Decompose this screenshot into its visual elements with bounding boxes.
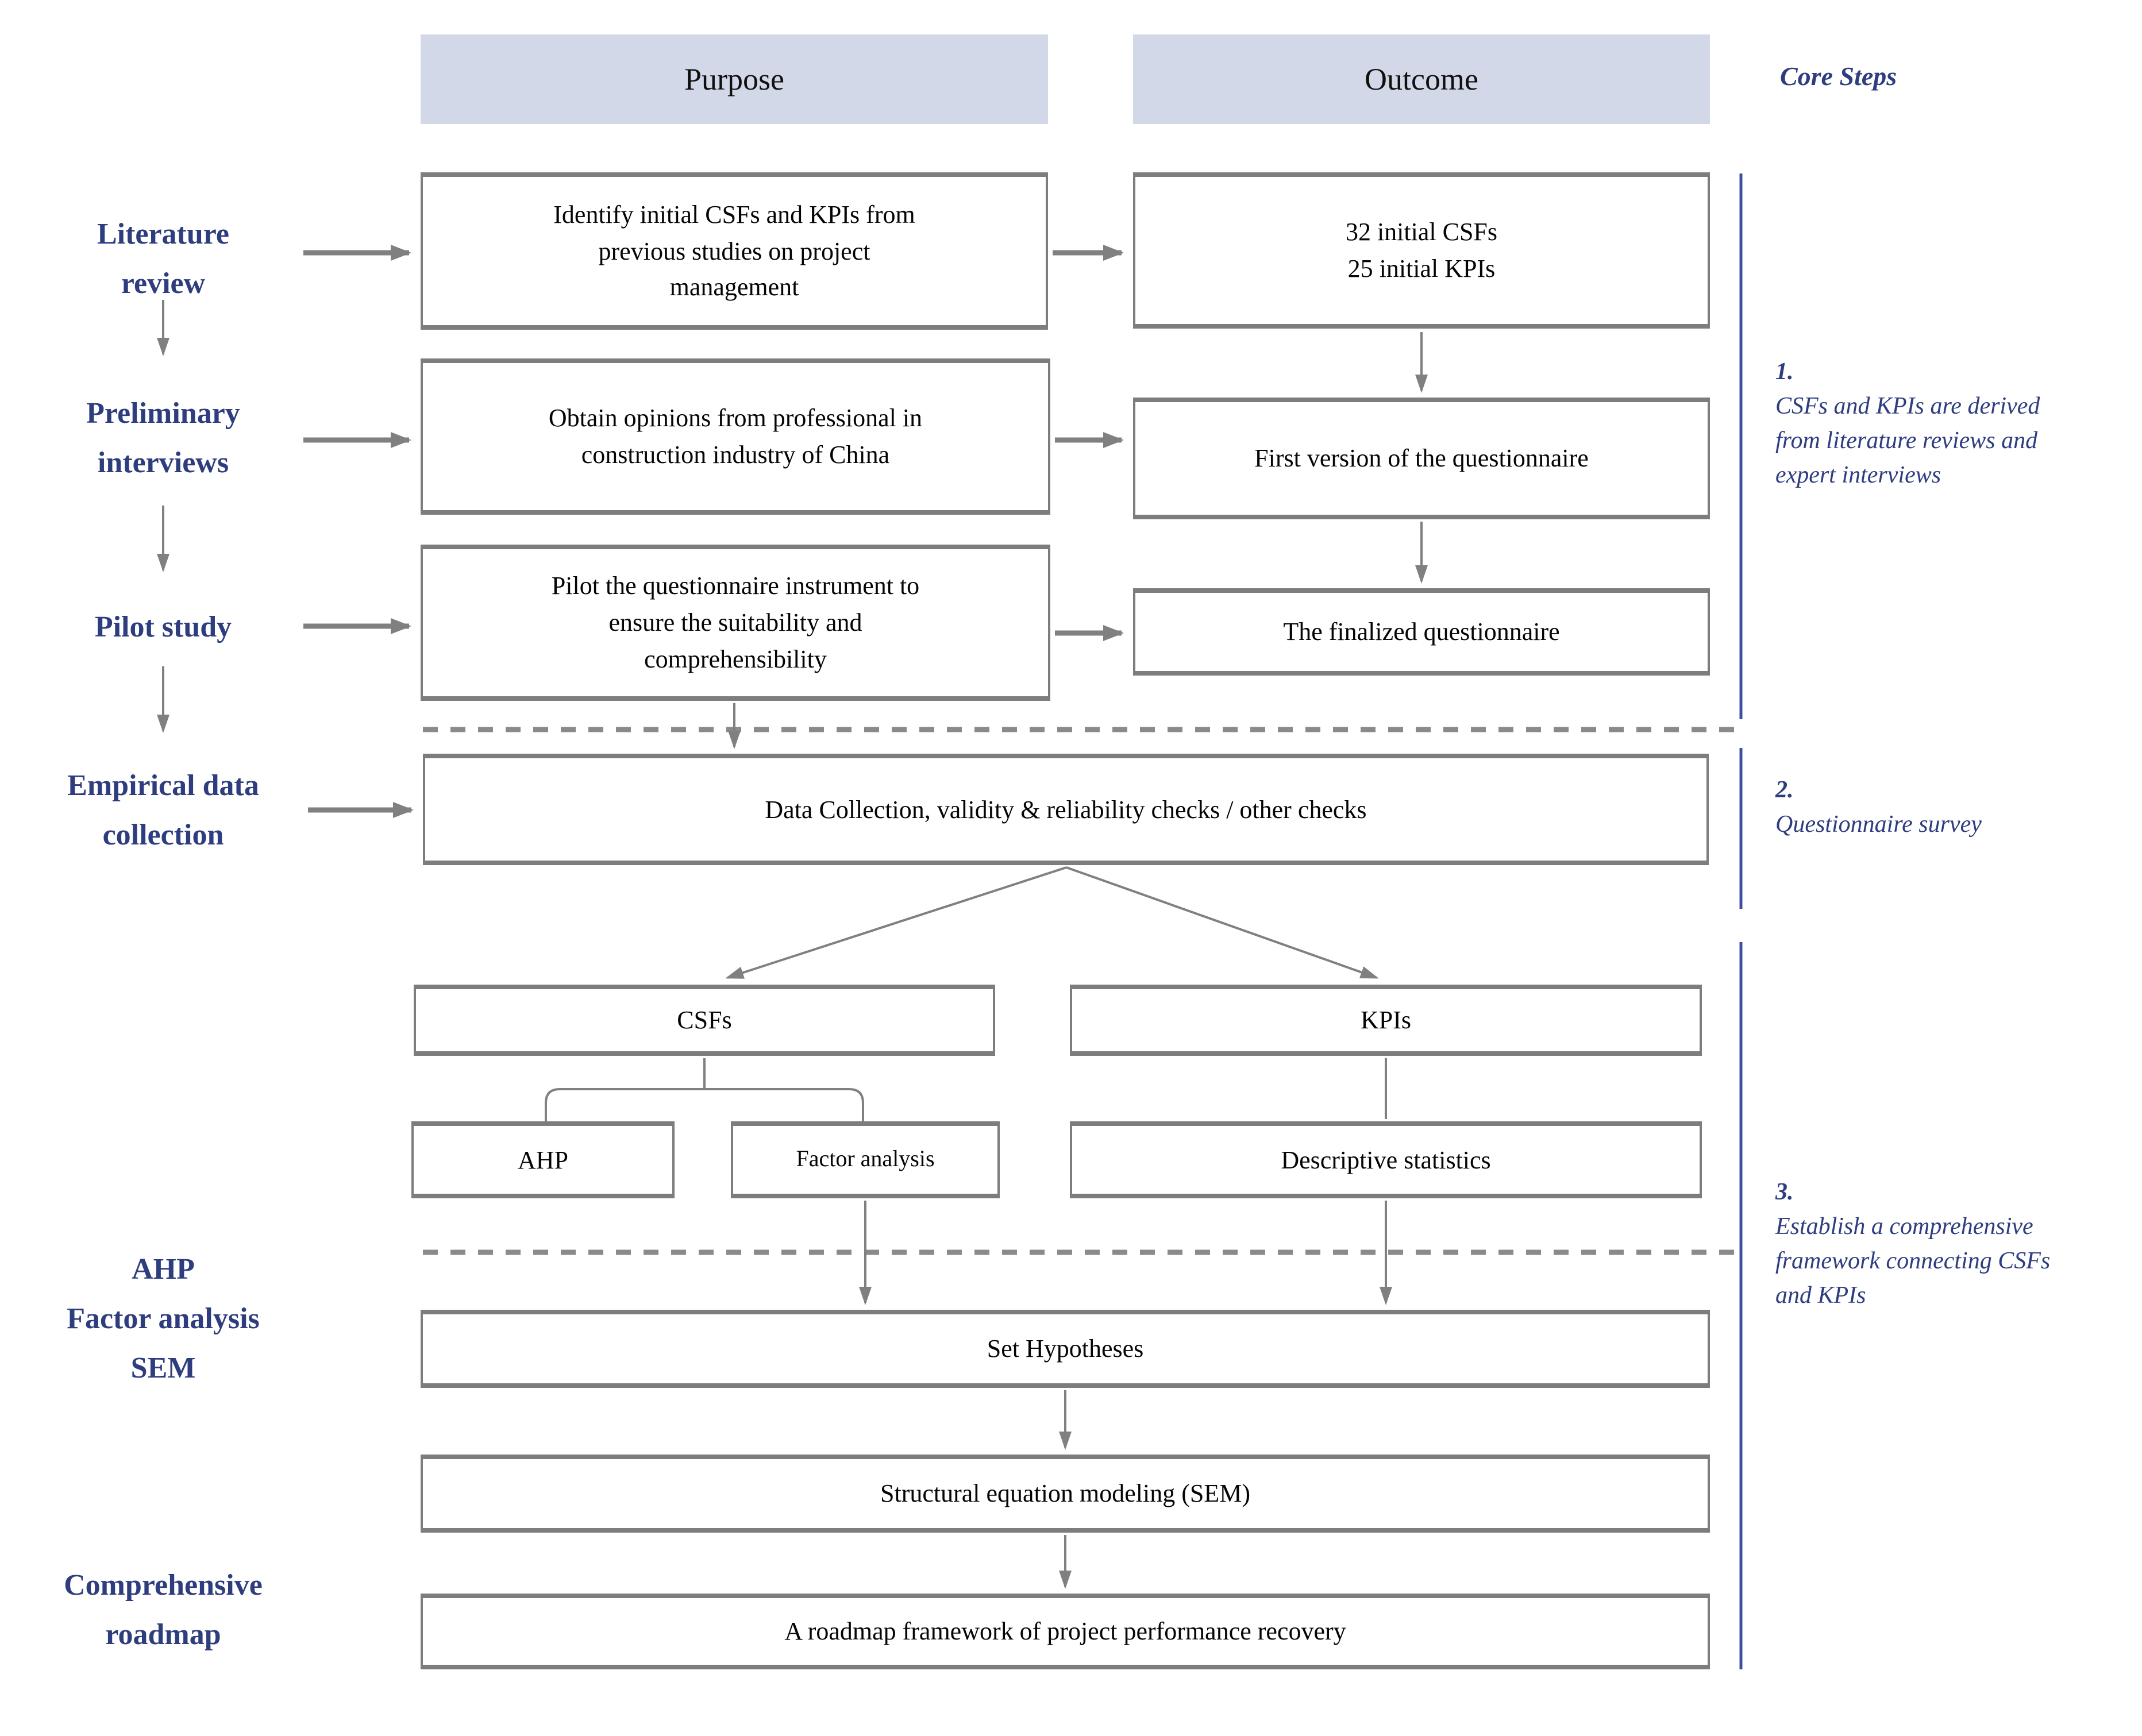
- step-label-analysis-methods: AHP Factor analysis SEM: [67, 1252, 260, 1384]
- box-first-version-questionnaire: First version of the questionnaire: [1133, 398, 1710, 519]
- annotation-3-text: Establish a comprehensive framework conn…: [1775, 1212, 2051, 1309]
- annotation-1-number: 1.: [1775, 357, 1794, 385]
- box-initial-csfs-kpis-count: 32 initial CSFs 25 initial KPIs: [1133, 172, 1710, 329]
- box-obtain-opinions: Obtain opinions from professional in con…: [421, 358, 1050, 515]
- step-label-pilot-study: Pilot study: [94, 610, 232, 643]
- arrow-datacollection-to-csfs: [725, 866, 1067, 979]
- box-data-collection-checks: Data Collection, validity & reliability …: [423, 754, 1709, 865]
- box-factor-analysis: Factor analysis: [731, 1121, 1000, 1198]
- box-set-hypotheses: Set Hypotheses: [421, 1310, 1710, 1388]
- annotation-2-text: Questionnaire survey: [1775, 810, 1982, 838]
- step-label-literature-review: Literature review: [97, 217, 230, 300]
- box-pilot-questionnaire: Pilot the questionnaire instrument to en…: [421, 545, 1050, 701]
- box-finalized-questionnaire: The finalized questionnaire: [1133, 588, 1710, 676]
- annotation-3-number: 3.: [1775, 1178, 1794, 1205]
- annotation-core-step-2: 2. Questionnaire survey: [1775, 772, 2083, 841]
- purpose-column-header: Purpose: [421, 34, 1048, 124]
- annotation-core-step-3: 3. Establish a comprehensive framework c…: [1775, 1174, 2083, 1312]
- box-ahp: AHP: [411, 1121, 675, 1198]
- outcome-column-header: Outcome: [1133, 34, 1710, 124]
- step-label-comprehensive-roadmap: Comprehensive roadmap: [64, 1568, 263, 1651]
- box-structural-equation-modeling: Structural equation modeling (SEM): [421, 1455, 1710, 1533]
- annotation-1-text: CSFs and KPIs are derived from literatur…: [1775, 392, 2040, 488]
- arrow-datacollection-to-kpis: [1066, 866, 1379, 979]
- core-steps-header: Core Steps: [1780, 62, 1897, 91]
- horizontal-arrows: [303, 245, 1124, 818]
- vertical-arrows: [157, 300, 1428, 1589]
- step-label-empirical-data-collection: Empirical data collection: [67, 769, 259, 851]
- annotation-2-number: 2.: [1775, 776, 1794, 803]
- purpose-header-label: Purpose: [684, 61, 784, 96]
- box-identify-csfs-kpis: Identify initial CSFs and KPIs from prev…: [421, 172, 1048, 330]
- box-roadmap-framework: A roadmap framework of project performan…: [421, 1594, 1710, 1669]
- annotation-core-step-1: 1. CSFs and KPIs are derived from litera…: [1775, 354, 2083, 492]
- step-label-preliminary-interviews: Preliminary interviews: [86, 396, 240, 479]
- bracket-csfs-split: [545, 1058, 864, 1121]
- outcome-header-label: Outcome: [1365, 61, 1478, 96]
- box-descriptive-statistics: Descriptive statistics: [1070, 1121, 1702, 1198]
- box-csfs: CSFs: [414, 985, 995, 1056]
- box-kpis: KPIs: [1070, 985, 1702, 1056]
